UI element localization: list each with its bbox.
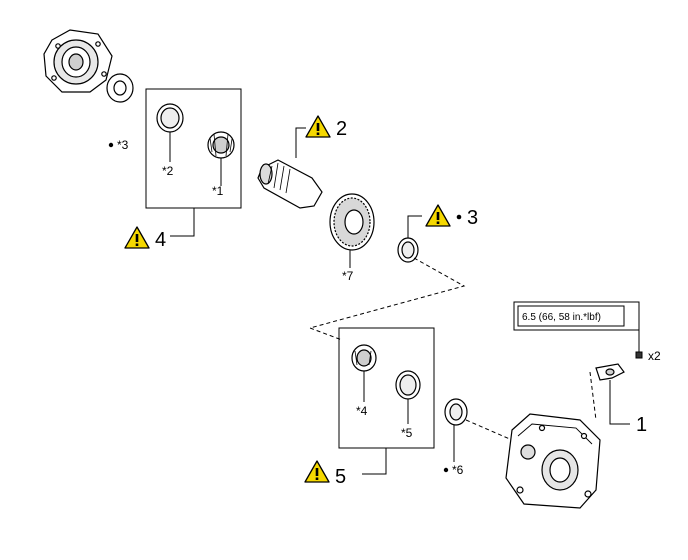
note-n1: *1 (212, 184, 224, 198)
transaxle-case-part (505, 413, 601, 509)
callout-2: 2 (305, 115, 347, 140)
note-n7: *7 (342, 269, 354, 283)
svg-text:1: 1 (636, 414, 647, 436)
svg-text:2: 2 (336, 118, 347, 140)
note-n2: *2 (162, 164, 174, 178)
callout-1: 1 (636, 414, 647, 436)
bullet-dot-icon (456, 214, 462, 220)
tapered-bearing-part-n4 (351, 344, 377, 372)
callout-5: 5 (304, 460, 346, 488)
svg-text:3: 3 (467, 207, 478, 229)
svg-text:*3: *3 (117, 138, 129, 152)
callout-3: 3 (425, 204, 478, 229)
svg-text:*6: *6 (452, 463, 464, 477)
washer-part-n3 (106, 73, 134, 103)
bearing-outer-race-part-n2 (156, 103, 184, 133)
torque-spec-box: 6.5 (66, 58 in.*lbf) (513, 301, 640, 331)
ring-gear-part-n7 (329, 193, 375, 251)
sensor-bracket-part-1 (595, 363, 625, 381)
bullet-dot-icon (443, 467, 449, 473)
svg-text:5: 5 (335, 466, 346, 488)
tapered-bearing-part-n1 (207, 131, 235, 159)
bolt-icon (635, 351, 643, 359)
oil-seal-part-n6 (444, 398, 468, 426)
assembly-dashed-line (308, 257, 466, 341)
bearing-outer-race-part-n5 (395, 370, 421, 400)
warning-triangle-icon (124, 226, 150, 249)
torque-spec-text: 6.5 (66, 58 in.*lbf) (522, 312, 601, 323)
group-box-4 (145, 88, 242, 237)
side-cover-part (43, 29, 113, 93)
note-n6: *6 (443, 463, 464, 477)
warning-triangle-icon (305, 115, 331, 138)
note-n3: *3 (108, 138, 129, 152)
group-box-5 (338, 327, 435, 475)
callout-4: 4 (124, 226, 166, 251)
svg-text:4: 4 (155, 229, 166, 251)
quantity-label: x2 (648, 349, 661, 363)
warning-triangle-icon (425, 204, 451, 227)
note-n5: *5 (401, 426, 413, 440)
note-n4: *4 (356, 404, 368, 418)
bullet-dot-icon (108, 142, 114, 148)
warning-triangle-icon (304, 460, 330, 483)
pinion-shaft-part (257, 159, 323, 209)
